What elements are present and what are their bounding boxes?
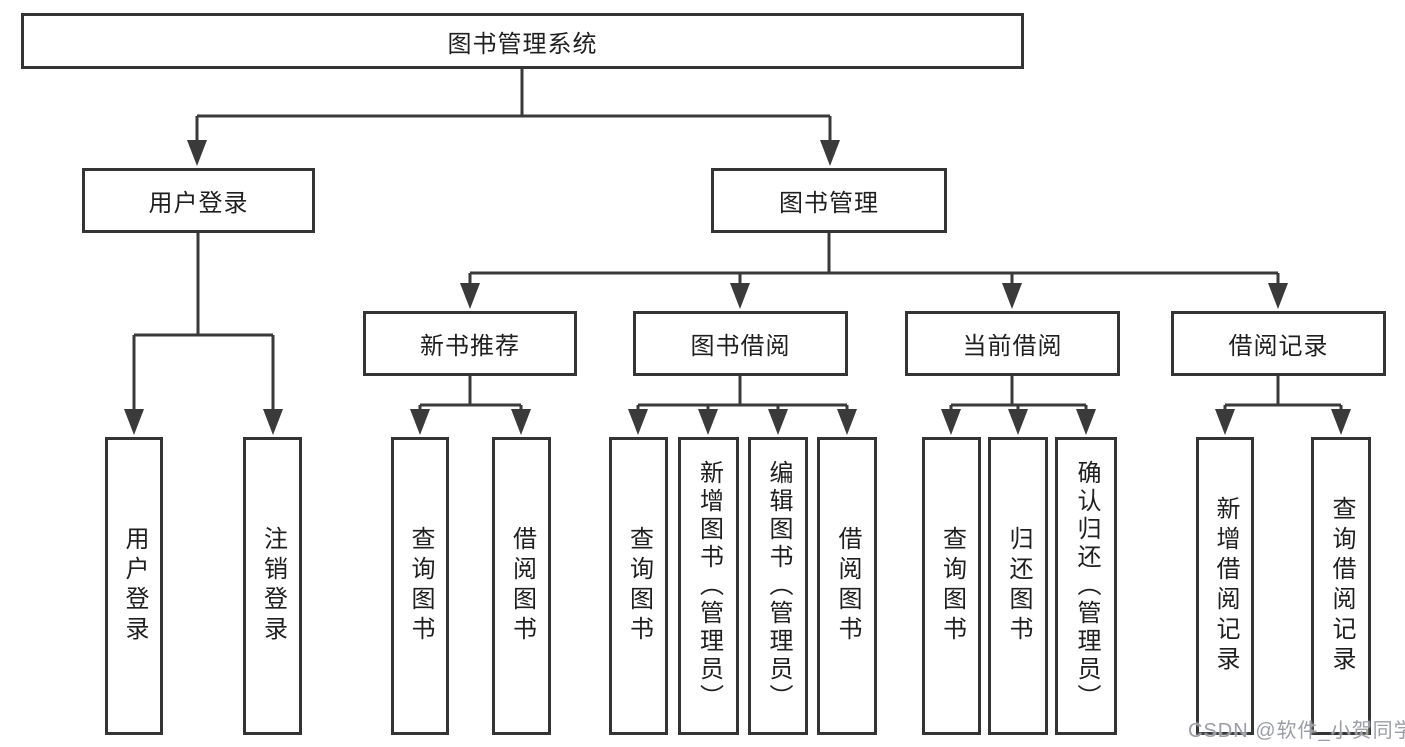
node-root-label: 图书管理系统 — [447, 30, 598, 58]
node-book-management-label: 图书管理 — [779, 190, 879, 217]
node-book-borrow-label: 图书借阅 — [690, 333, 791, 360]
node-borrow-books-label: 借阅图书 — [834, 526, 861, 646]
node-add-book-admin: 新增图书（管理员） — [678, 437, 739, 735]
node-query-borrow-record: 查询借阅记录 — [1311, 437, 1371, 735]
node-logout: 注销登录 — [243, 437, 302, 735]
node-borrow-record-label: 借阅记录 — [1228, 333, 1329, 360]
node-new-book-recommend-label: 新书推荐 — [420, 333, 520, 360]
node-add-book-admin-label: 新增图书（管理员） — [695, 460, 723, 712]
node-user-login-action-label: 用户登录 — [121, 526, 148, 646]
node-query-borrow-record-label: 查询借阅记录 — [1328, 496, 1355, 676]
node-logout-label: 注销登录 — [259, 526, 287, 646]
node-user-login: 用户登录 — [82, 168, 315, 233]
node-query-books-current: 查询图书 — [922, 437, 981, 735]
node-add-borrow-record: 新增借阅记录 — [1196, 437, 1254, 735]
watermark: CSDN @软件_小贺同学 — [1188, 720, 1405, 742]
node-edit-book-admin-label: 编辑图书（管理员） — [765, 460, 792, 712]
node-add-borrow-record-label: 新增借阅记录 — [1212, 496, 1239, 676]
node-query-books-borrow-label: 查询图书 — [625, 526, 653, 646]
node-query-books-recommend: 查询图书 — [391, 437, 449, 735]
node-return-books-label: 归还图书 — [1005, 526, 1032, 646]
node-borrow-books-recommend-label: 借阅图书 — [508, 526, 536, 646]
node-root: 图书管理系统 — [21, 13, 1024, 69]
node-confirm-return-admin: 确认归还（管理员） — [1055, 437, 1117, 735]
node-query-books-current-label: 查询图书 — [938, 526, 966, 646]
node-current-borrow: 当前借阅 — [905, 311, 1120, 376]
node-current-borrow-label: 当前借阅 — [962, 333, 1063, 360]
node-borrow-books-recommend: 借阅图书 — [492, 437, 551, 735]
node-user-login-action: 用户登录 — [105, 437, 163, 735]
node-book-management: 图书管理 — [711, 168, 947, 233]
node-borrow-record: 借阅记录 — [1171, 311, 1386, 376]
node-borrow-books: 借阅图书 — [817, 437, 877, 735]
node-confirm-return-admin-label: 确认归还（管理员） — [1073, 460, 1100, 712]
node-query-books-borrow: 查询图书 — [609, 437, 668, 735]
node-book-borrow: 图书借阅 — [633, 311, 848, 376]
node-return-books: 归还图书 — [988, 437, 1048, 735]
node-edit-book-admin: 编辑图书（管理员） — [748, 437, 808, 735]
node-query-books-recommend-label: 查询图书 — [407, 526, 434, 646]
node-new-book-recommend: 新书推荐 — [363, 311, 577, 376]
node-user-login-label: 用户登录 — [148, 190, 249, 217]
